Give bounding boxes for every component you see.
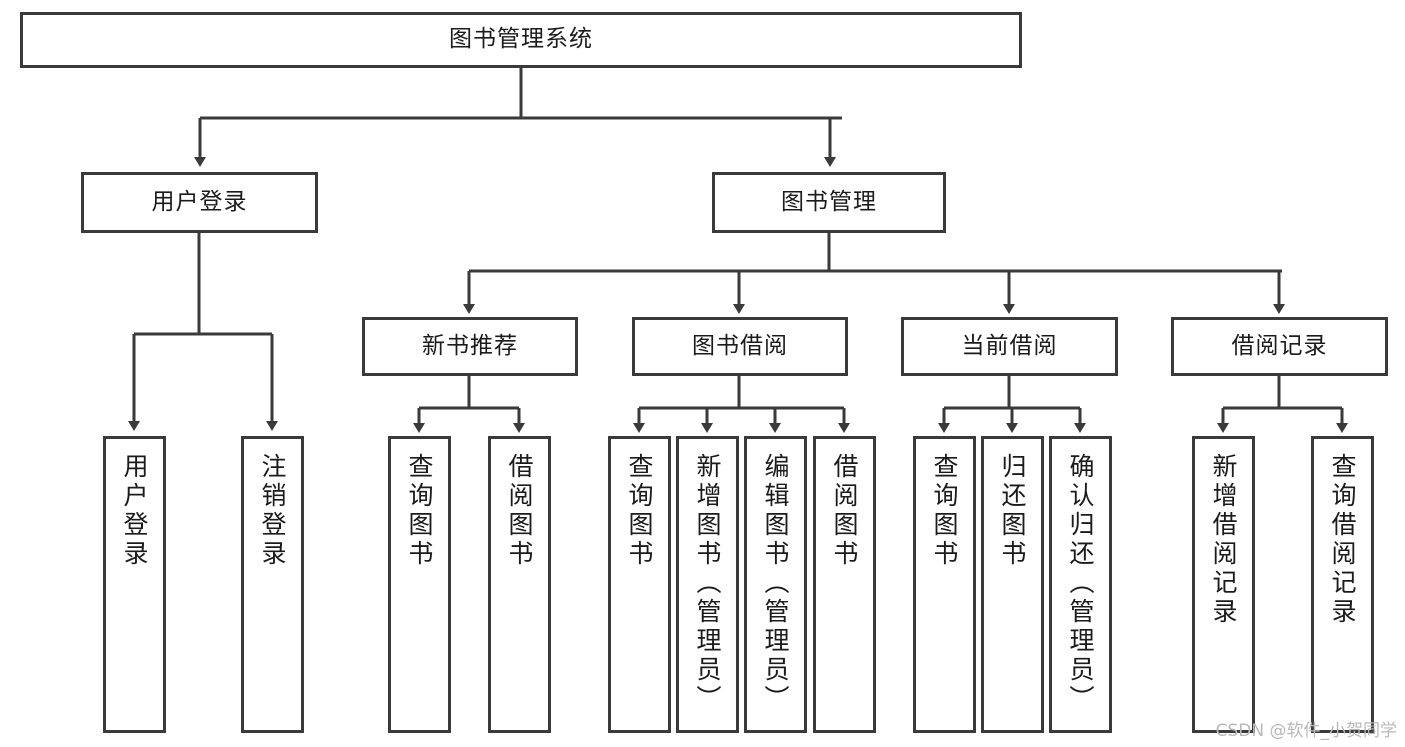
node-label: 用户登录 [120, 453, 149, 569]
node-root-system[interactable]: 图书管理系统 [20, 12, 1022, 68]
leaf-new-book-query-book[interactable]: 查询图书 [388, 436, 451, 733]
node-label: 查询图书 [625, 453, 654, 569]
node-label: 归还图书 [998, 453, 1027, 569]
node-label: 借阅记录 [1231, 332, 1328, 359]
node-label: 注销登录 [258, 453, 287, 569]
node-label: 查询借阅记录 [1328, 453, 1357, 627]
node-label: 图书管理系统 [449, 26, 593, 53]
node-label: 图书借阅 [692, 332, 788, 359]
leaf-user-login-logout[interactable]: 注销登录 [241, 436, 304, 733]
node-label: 新增图书（管理员） [693, 453, 722, 714]
node-label: 当前借阅 [961, 332, 1058, 359]
node-label: 借阅图书 [505, 453, 534, 569]
node-book-borrow[interactable]: 图书借阅 [632, 317, 848, 376]
node-new-book-recommend[interactable]: 新书推荐 [362, 317, 578, 376]
node-label: 用户登录 [151, 188, 248, 215]
node-label: 确认归还（管理员） [1066, 453, 1095, 714]
node-label: 编辑图书（管理员） [761, 453, 790, 714]
leaf-borrow-record-query-record[interactable]: 查询借阅记录 [1311, 436, 1374, 733]
node-borrow-record[interactable]: 借阅记录 [1171, 317, 1388, 376]
node-label: 借阅图书 [830, 453, 859, 569]
leaf-book-borrow-borrow-book[interactable]: 借阅图书 [813, 436, 876, 733]
node-label: 查询图书 [930, 453, 959, 569]
leaf-current-borrow-return-book[interactable]: 归还图书 [981, 436, 1044, 733]
node-label: 新书推荐 [422, 332, 518, 359]
node-label: 查询图书 [405, 453, 434, 569]
node-label: 新增借阅记录 [1209, 453, 1238, 627]
leaf-borrow-record-add-record[interactable]: 新增借阅记录 [1192, 436, 1255, 733]
leaf-new-book-borrow-book[interactable]: 借阅图书 [488, 436, 551, 733]
leaf-book-borrow-query-book[interactable]: 查询图书 [608, 436, 671, 733]
leaf-book-borrow-edit-book[interactable]: 编辑图书（管理员） [744, 436, 807, 733]
leaf-current-borrow-query-book[interactable]: 查询图书 [913, 436, 976, 733]
node-current-borrow[interactable]: 当前借阅 [901, 317, 1118, 376]
leaf-user-login-login[interactable]: 用户登录 [103, 436, 166, 733]
leaf-current-borrow-confirm-return[interactable]: 确认归还（管理员） [1049, 436, 1112, 733]
node-label: 图书管理 [781, 188, 877, 215]
node-user-login[interactable]: 用户登录 [81, 172, 318, 233]
node-book-management[interactable]: 图书管理 [712, 172, 946, 233]
leaf-book-borrow-add-book[interactable]: 新增图书（管理员） [676, 436, 739, 733]
